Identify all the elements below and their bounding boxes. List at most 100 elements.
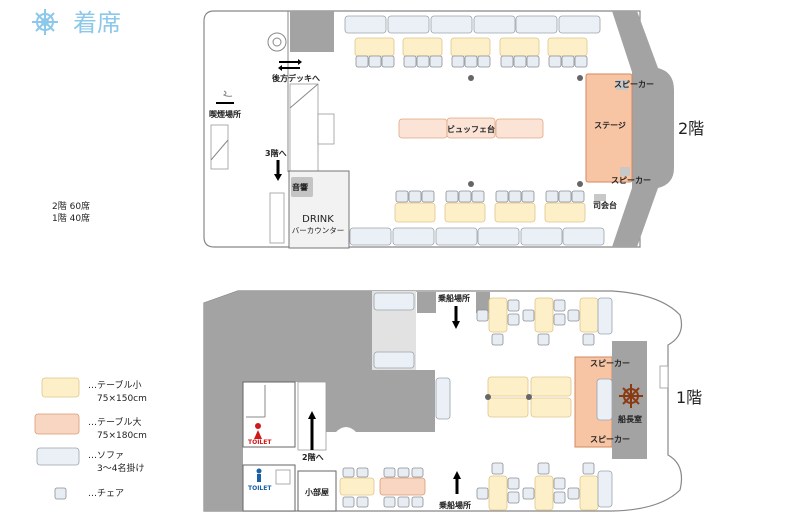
chair: [368, 55, 382, 68]
women-icon: [255, 423, 261, 429]
chair: [558, 190, 572, 203]
chair: [548, 55, 562, 68]
men-icon: [257, 474, 261, 482]
floor2-gray-block: [290, 11, 334, 52]
table-small: [544, 202, 586, 223]
table-small: [354, 37, 395, 57]
pillar: [577, 75, 583, 81]
stage-label: ステージ: [594, 121, 626, 130]
chair: [507, 491, 520, 504]
table-small: [499, 37, 540, 57]
legend-swatch-table-large: [34, 413, 80, 435]
chair: [507, 313, 520, 326]
chair: [567, 487, 580, 500]
sofa: [562, 227, 605, 246]
arrow-down-icon: [274, 160, 282, 181]
legend-size: 75×150cm: [97, 394, 147, 404]
sofa: [387, 15, 430, 34]
chair: [571, 190, 585, 203]
chair: [582, 462, 595, 475]
toilet-men-label: TOILET: [248, 485, 272, 492]
arrow-up-icon: [453, 471, 461, 494]
chair: [522, 487, 535, 500]
table-small: [547, 37, 588, 57]
chair: [342, 496, 355, 508]
pillar: [577, 181, 583, 187]
chair: [545, 190, 559, 203]
sofa: [435, 377, 451, 420]
captain-room: [612, 341, 647, 459]
chair: [408, 190, 422, 203]
capacity-floor1: 1階 40席: [52, 212, 90, 224]
women-icon: [254, 430, 262, 439]
chair: [476, 309, 489, 322]
chair: [411, 467, 424, 478]
floor2-bow: [612, 11, 674, 247]
chair: [397, 496, 410, 508]
buffet-table: [446, 117, 496, 139]
floor2-stairs: [289, 83, 335, 173]
buffet-table: [398, 118, 448, 139]
sofa: [515, 15, 558, 34]
mc-podium-label: 司会台: [593, 200, 617, 210]
table-small: [488, 475, 508, 511]
chair: [429, 55, 443, 68]
floor2-plan: 後方デッキへ 喫煙場所 3階へ 音響 DRINK バーカウンター ビュッフェ台 …: [203, 10, 704, 249]
chair: [416, 55, 430, 68]
legend-label: …テーブル小: [88, 379, 141, 391]
chair: [574, 55, 588, 68]
chair: [507, 477, 520, 490]
chair: [445, 190, 459, 203]
table-small: [530, 397, 572, 418]
speaker-label: スピーカー: [590, 434, 630, 444]
sofa: [435, 227, 478, 246]
table-small: [534, 297, 554, 333]
legend-swatch-table-small: [41, 377, 80, 398]
two-way-arrow-icon: [278, 59, 302, 71]
table-small: [579, 475, 599, 511]
chair: [500, 55, 514, 68]
rear-deck-label: 後方デッキへ: [272, 73, 320, 83]
chair: [582, 333, 595, 346]
chair: [507, 299, 520, 312]
chair: [342, 467, 355, 478]
arrow-down-icon: [452, 306, 460, 329]
to-3f-label: 3階へ: [265, 148, 287, 158]
chair: [451, 55, 465, 68]
smoking-icon: [216, 90, 234, 104]
buffet-table: [495, 118, 544, 139]
boarding-label-top: 乗船場所: [438, 293, 470, 303]
chair: [411, 496, 424, 508]
chair: [381, 55, 395, 68]
chair: [553, 477, 566, 490]
chair: [508, 190, 522, 203]
chair: [403, 55, 417, 68]
chair: [356, 467, 369, 478]
chair: [421, 190, 435, 203]
chair: [383, 496, 396, 508]
table-small: [494, 202, 536, 223]
table-small: [487, 376, 529, 397]
sofa: [344, 15, 387, 34]
chair: [383, 467, 396, 478]
chair: [491, 462, 504, 475]
bar-counter-label: バーカウンター: [292, 226, 345, 235]
toilet-women: [242, 381, 296, 448]
captain-room-label: 船長室: [618, 414, 642, 424]
buffet-label: ビュッフェ台: [447, 124, 495, 134]
floor1-plan: TOILET TOILET 2階へ 小部屋 乗船場所 乗船場所 船長室 スピーカ…: [203, 290, 702, 512]
table-large: [379, 477, 426, 496]
floor1-gray-block: [417, 292, 436, 313]
chair: [464, 55, 478, 68]
sofa: [477, 227, 520, 246]
ship-wheel-icon: [619, 384, 643, 408]
sofa: [392, 227, 435, 246]
speaker-label: スピーカー: [611, 175, 651, 185]
legend-swatch-sofa: [36, 447, 80, 466]
pillar: [468, 181, 474, 187]
sofa: [373, 292, 415, 311]
speaker-label: スピーカー: [614, 79, 654, 89]
legend-label: …チェア: [88, 488, 124, 499]
chair: [561, 55, 575, 68]
